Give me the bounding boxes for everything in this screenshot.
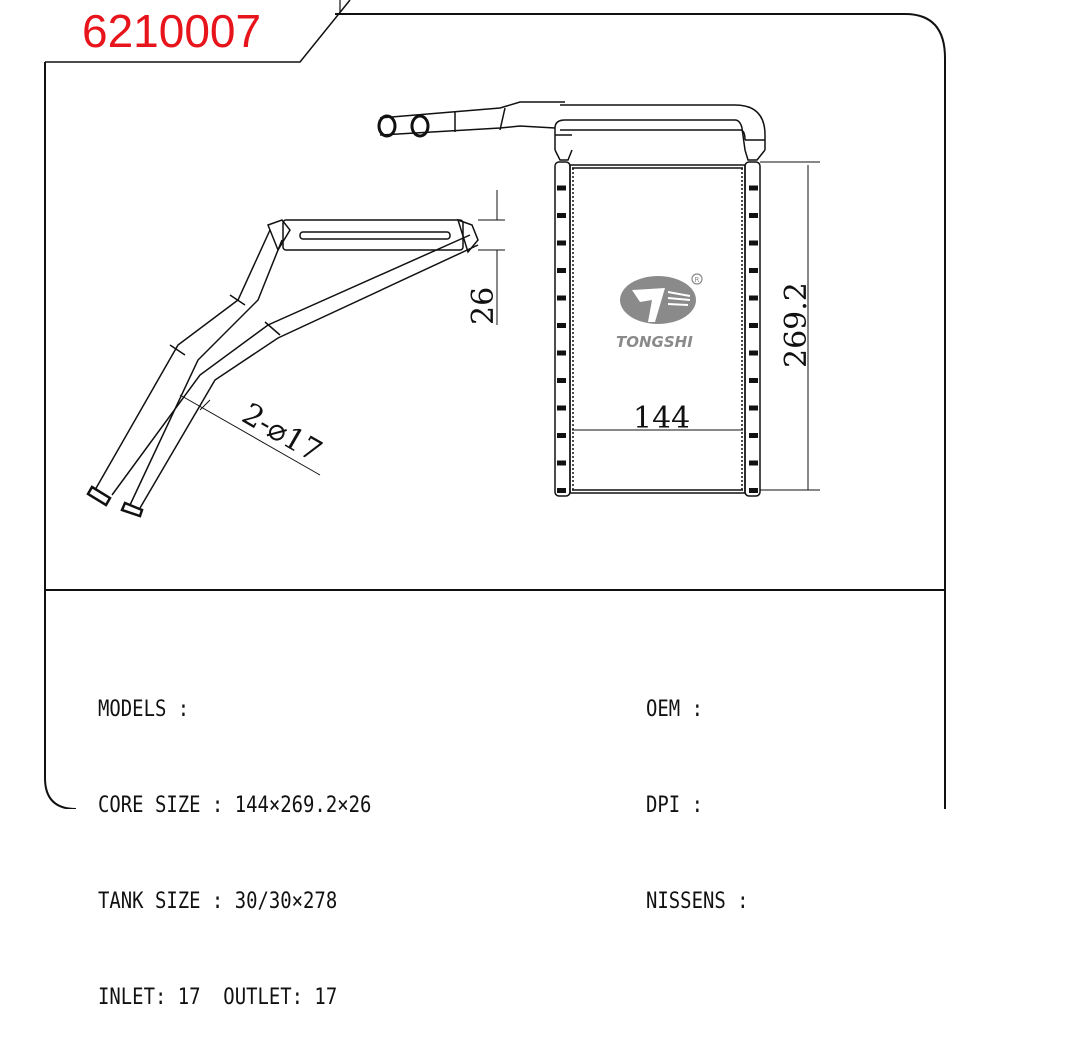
spec-nissens: NISSENS : (646, 889, 749, 914)
specs-left: MODELS : CORE SIZE : 144×269.2×26 TANK S… (98, 630, 371, 1046)
pipe-diameter-dimension: 2-⌀17 (236, 397, 328, 470)
spec-inlet-outlet: INLET: 17 OUTLET: 17 (98, 982, 371, 1014)
tongshi-logo: R TONGSHI (616, 273, 703, 351)
spec-label: INLET: 17 OUTLET: 17 (98, 985, 338, 1010)
spec-value: 30/30×278 (234, 889, 338, 914)
spec-label: MODELS : (98, 697, 190, 722)
spec-dpi: DPI : (646, 793, 703, 818)
spec-tank-size: TANK SIZE : 30/30×278 (98, 886, 371, 918)
logo-text: TONGSHI (616, 333, 693, 351)
technical-drawing: 144 269.2 26 2-⌀17 R TONGSHI (44, 0, 946, 809)
heater-core-side-view (86, 218, 479, 518)
spec-models: MODELS : (98, 694, 371, 726)
spec-label: CORE SIZE : (98, 793, 235, 818)
height-dimension: 269.2 (779, 282, 814, 368)
dimension-lines (179, 161, 820, 491)
spec-oem: OEM : (646, 697, 703, 722)
dimension-text: 144 269.2 26 2-⌀17 (236, 282, 814, 470)
spec-value: 144×269.2×26 (234, 793, 372, 818)
heater-core-front-view (377, 101, 766, 497)
depth-dimension: 26 (466, 287, 501, 325)
part-number: 6210007 (82, 5, 262, 57)
specs-right: OEM : DPI : NISSENS : (646, 630, 749, 950)
registered-mark: R (695, 276, 700, 284)
spec-core-size: CORE SIZE : 144×269.2×26 (98, 790, 371, 822)
spec-label: TANK SIZE : (98, 889, 235, 914)
width-dimension: 144 (633, 401, 690, 436)
